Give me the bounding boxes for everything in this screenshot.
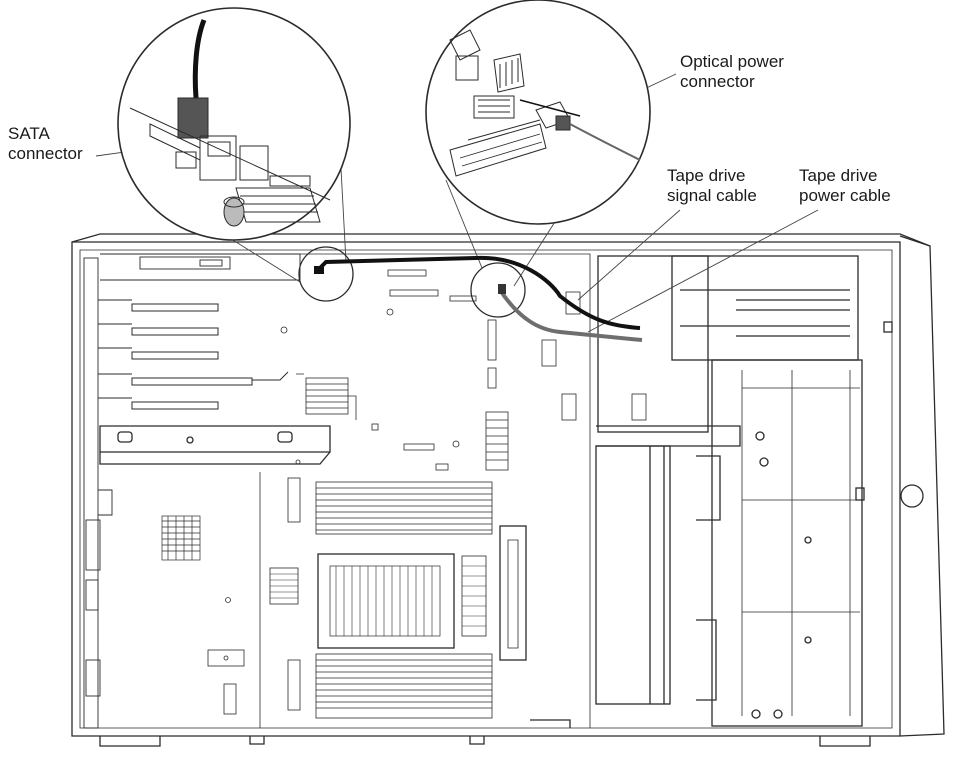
fan-bracket (99, 425, 331, 465)
power-label-line-2: power cable (799, 186, 891, 205)
power-label-line-1: Tape drive (799, 166, 878, 185)
cables (314, 255, 643, 342)
magnifier-sata (117, 7, 351, 241)
cpu-heatsink (269, 553, 487, 649)
zoom-ring-optical (470, 262, 526, 318)
tape-drive-power-cable-label: Tape drive power cable (799, 166, 891, 206)
sata-label-line-1: SATA (8, 124, 50, 143)
bottom-left-heatsink (161, 515, 201, 561)
top-shelf (100, 253, 301, 281)
drive-cage (530, 255, 865, 728)
sata-connector-label: SATA connector (8, 124, 83, 164)
dimm-bank-upper (287, 477, 493, 535)
sata-label-line-2: connector (8, 144, 83, 163)
side-connector (499, 525, 527, 661)
zoom-ring-sata (298, 246, 354, 302)
optical-label-line-2: connector (680, 72, 755, 91)
chipset-heatsink (296, 373, 357, 420)
pci-slots (98, 299, 289, 410)
signal-label-line-1: Tape drive (667, 166, 746, 185)
tape-drive-signal-cable-label: Tape drive signal cable (667, 166, 757, 206)
signal-label-line-2: signal cable (667, 186, 757, 205)
chassis-outline (71, 233, 945, 747)
header-strip (485, 319, 509, 471)
signal-leader (577, 209, 681, 301)
magnifier-optical (425, 0, 651, 225)
dimm-bank-lower (223, 653, 493, 719)
motherboard (207, 253, 591, 728)
tape-power-cable (498, 288, 643, 342)
optical-power-connector-label: Optical power connector (680, 52, 784, 92)
power-leader (587, 209, 819, 333)
optical-label-line-1: Optical power (680, 52, 784, 71)
rear-panel (83, 257, 113, 729)
tape-signal-cable (316, 255, 641, 330)
